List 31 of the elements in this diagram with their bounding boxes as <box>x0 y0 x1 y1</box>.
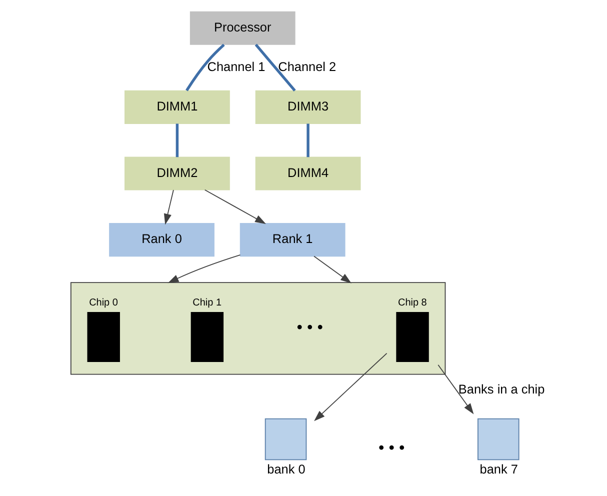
arrow <box>204 189 266 224</box>
cluster <box>70 282 446 375</box>
connector <box>254 44 296 92</box>
arrow <box>164 190 174 225</box>
node-box: DIMM4 <box>255 156 361 190</box>
node-box: Rank 0 <box>109 223 214 257</box>
node-box: DIMM1 <box>124 90 230 124</box>
node-label: Chip 1 <box>192 298 222 309</box>
node-box: DIMM2 <box>124 156 230 190</box>
node-box: Rank 1 <box>240 223 346 257</box>
arrow <box>314 352 388 422</box>
edge-label: Channel 1 <box>207 59 266 74</box>
node-box <box>87 312 120 362</box>
arrow <box>438 364 474 414</box>
label: • • • <box>296 318 323 336</box>
node-box <box>396 312 429 362</box>
connector <box>186 44 225 92</box>
arrow <box>168 254 241 284</box>
node-box: Processor <box>190 11 296 45</box>
node-label: Chip 8 <box>398 298 427 309</box>
node-label: bank 7 <box>480 462 518 477</box>
arrow <box>314 256 352 284</box>
node-label: Chip 0 <box>89 298 118 309</box>
node-box <box>190 312 224 362</box>
edge-label: Channel 2 <box>278 59 336 74</box>
label: • • • <box>378 438 405 457</box>
node-label: bank 0 <box>267 462 306 477</box>
connector <box>306 124 310 158</box>
node-box: DIMM3 <box>255 90 361 124</box>
connector <box>176 124 179 158</box>
edge-label: Banks in a chip <box>458 382 545 397</box>
